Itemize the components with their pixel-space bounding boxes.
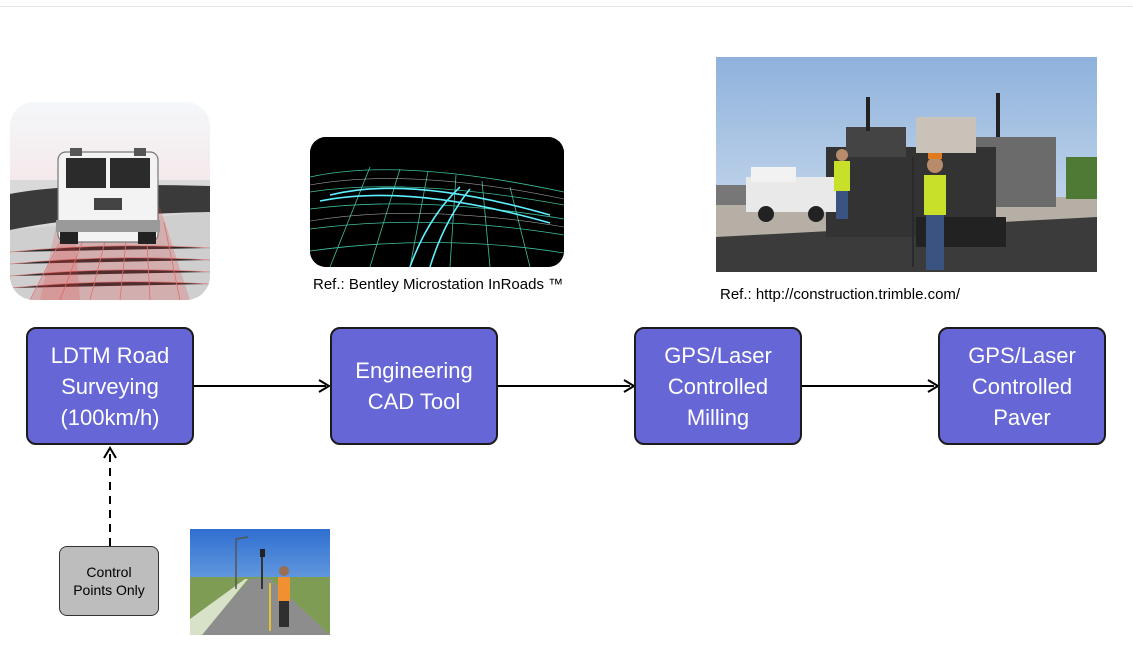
step-ldtm-road-surveying: LDTM Road Surveying (100km/h) [26,327,194,445]
control-points-label: Control Points Only [73,564,145,598]
trimble-reference-caption: Ref.: http://construction.trimble.com/ [720,286,961,303]
control-points-box: Control Points Only [59,546,159,616]
step-gps-laser-milling: GPS/Laser Controlled Milling [634,327,802,445]
arrowhead-survey-to-cad [318,379,331,393]
step-label: GPS/Laser Controlled Paver [968,342,1076,430]
surveyor-photo [190,529,330,635]
paving-machine-photo [716,57,1097,272]
step-label: GPS/Laser Controlled Milling [664,342,772,430]
step-label: Engineering CAD Tool [355,358,473,414]
top-divider [0,6,1133,7]
arrowhead-control-to-survey [103,446,117,459]
step-gps-laser-paver: GPS/Laser Controlled Paver [938,327,1106,445]
step-engineering-cad-tool: Engineering CAD Tool [330,327,498,445]
survey-van-image [10,102,210,300]
step-label: LDTM Road Surveying (100km/h) [50,342,170,430]
arrowhead-cad-to-milling [623,379,636,393]
cad-wireframe-image [310,137,564,267]
arrowhead-milling-to-paver [927,379,940,393]
cad-reference-caption: Ref.: Bentley Microstation InRoads ™ [313,276,564,293]
